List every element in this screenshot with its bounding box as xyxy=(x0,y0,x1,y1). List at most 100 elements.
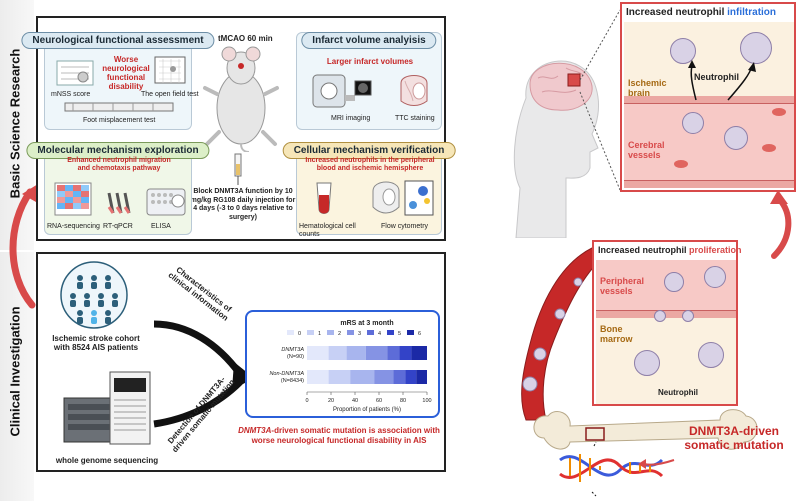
ttc-label: TTC staining xyxy=(395,115,435,122)
stacked-bar-segment xyxy=(307,346,329,360)
hema-label: Hematological cell counts xyxy=(299,223,356,238)
mri-scanner-icon xyxy=(312,74,372,108)
basic-science-panel: Neurological functional assessment Worse… xyxy=(21,16,456,241)
clinical-conclusion: DNMT3A-driven somatic mutation is associ… xyxy=(234,426,444,446)
ischemic-brain-label: Ischemic brain xyxy=(628,78,667,98)
femur-bone-icon xyxy=(533,409,758,450)
foot-misplacement-label: Foot misplacement test xyxy=(83,117,156,124)
neuro-finding: Worse neurological functional disability xyxy=(102,55,150,91)
x-tick-label: 0 xyxy=(305,398,308,404)
stacked-bar-segment xyxy=(346,346,366,360)
neuro-assessment-box: Neurological functional assessment Worse… xyxy=(21,32,215,130)
cellular-mechanism-title: Cellular mechanism verification xyxy=(282,142,456,159)
legend-swatch xyxy=(307,330,314,335)
x-tick-label: 20 xyxy=(328,398,334,404)
cellular-finding: Increased neutrophils in the peripheral … xyxy=(305,157,435,172)
neutrophil-cell xyxy=(634,350,660,376)
stacked-bar-segment xyxy=(393,370,406,384)
stacked-bar-segment xyxy=(365,346,388,360)
flow-cytometry-icon xyxy=(372,180,434,216)
legend-label: 3 xyxy=(358,331,361,337)
x-axis-label: Proportion of patients (%) xyxy=(333,407,401,413)
mutation-arrow xyxy=(638,459,675,469)
category-label: DNMT3A xyxy=(281,347,304,353)
legend-label: 4 xyxy=(378,331,381,337)
legend-label: 6 xyxy=(418,331,421,337)
legend-label: 2 xyxy=(338,331,341,337)
ttc-brain-icon xyxy=(400,75,428,106)
proliferation-inset: Increased neutrophil proliferation Perip… xyxy=(592,240,742,406)
black-arrows xyxy=(153,320,254,428)
cerebral-vessels-label: Cerebral vessels xyxy=(628,140,665,160)
category-label: Non-DNMT3A xyxy=(269,371,304,377)
rbc-cell xyxy=(762,144,776,152)
peripheral-vessels-label: Peripheral vessels xyxy=(600,276,645,296)
rbc-cell xyxy=(772,108,786,116)
heatmap-icon xyxy=(54,182,92,216)
basic-science-label: Basic Science Research xyxy=(7,48,23,199)
migration-arrows xyxy=(688,60,756,101)
elisa-label: ELISA xyxy=(151,223,171,230)
wgs-label: whole genome sequencing xyxy=(55,456,159,465)
category-n-label: (N=8434) xyxy=(281,378,304,384)
sequencer-icon xyxy=(63,371,151,445)
neutrophil-cell xyxy=(682,112,704,134)
molecular-finding: Enhanced neutrophil migration and chemot… xyxy=(67,157,171,172)
mouse-icon xyxy=(203,46,279,152)
x-tick-label: 100 xyxy=(422,398,431,404)
infiltration-title-b: infiltration xyxy=(727,7,777,18)
vessel-area xyxy=(624,96,794,188)
syringe-icon xyxy=(234,153,242,185)
rbc-cell xyxy=(674,160,688,168)
x-tick-label: 40 xyxy=(352,398,358,404)
conclusion-text: -driven somatic mutation is association … xyxy=(251,426,440,445)
x-tick-label: 60 xyxy=(376,398,382,404)
proliferation-title-b: proliferation xyxy=(689,245,742,255)
rtqpcr-icon xyxy=(107,192,131,214)
neutrophil-cell xyxy=(670,38,696,64)
elisa-plate-icon xyxy=(146,188,186,216)
rtqpcr-label: RT-qPCR xyxy=(103,223,133,230)
mutation-label: DNMT3A-driven somatic mutation xyxy=(684,424,784,452)
mnss-label: mNSS score xyxy=(51,91,91,98)
legend-swatch xyxy=(327,330,334,335)
conclusion-dnmt3a: DNMT3A xyxy=(238,426,272,435)
legend-swatch xyxy=(287,330,294,335)
stacked-bar-segment xyxy=(328,346,347,360)
infarct-finding: Larger infarct volumes xyxy=(326,57,414,66)
category-n-label: (N=90) xyxy=(287,354,304,360)
cellular-mechanism-box: Cellular mechanism verification Increase… xyxy=(282,142,456,238)
tmcao-label: tMCAO 60 min xyxy=(218,34,273,43)
blood-vessel xyxy=(521,247,600,421)
blood-tube-icon xyxy=(316,182,332,214)
stacked-bar-segment xyxy=(399,346,412,360)
clinical-side-strip xyxy=(0,252,34,501)
stacked-bar-segment xyxy=(405,370,417,384)
neutrophil-top-label: Neutrophil xyxy=(694,72,739,82)
cohort-label: Ischemic stroke cohort with 8524 AIS pat… xyxy=(52,334,140,352)
neutrophil-cell xyxy=(654,310,666,322)
cohort-people-icon xyxy=(60,261,128,329)
curved-arrow-right xyxy=(770,190,792,259)
stacked-bar-segment xyxy=(387,346,400,360)
stacked-bar-segment xyxy=(374,370,394,384)
neutrophil-cell xyxy=(698,342,724,368)
legend-swatch xyxy=(347,330,354,335)
flow-label: Flow cytometry xyxy=(381,223,429,230)
legend-swatch xyxy=(387,330,394,335)
foot-misplacement-icon xyxy=(64,102,174,112)
mri-label: MRI imaging xyxy=(331,115,371,122)
chart-title: mRS at 3 month xyxy=(340,320,393,327)
rna-seq-label: RNA-sequencing xyxy=(47,223,100,230)
legend-label: 5 xyxy=(398,331,401,337)
stacked-bar-segment xyxy=(328,370,351,384)
proliferation-title: Increased neutrophil proliferation xyxy=(598,245,742,255)
molecular-mechanism-title: Molecular mechanism exploration xyxy=(26,142,210,159)
neutrophil-cell xyxy=(740,32,772,64)
mnss-icon xyxy=(56,60,94,86)
infarct-volume-title: Infarct volume analyisis xyxy=(301,32,437,49)
open-field-icon xyxy=(154,56,186,84)
stacked-bar-segment xyxy=(416,370,427,384)
